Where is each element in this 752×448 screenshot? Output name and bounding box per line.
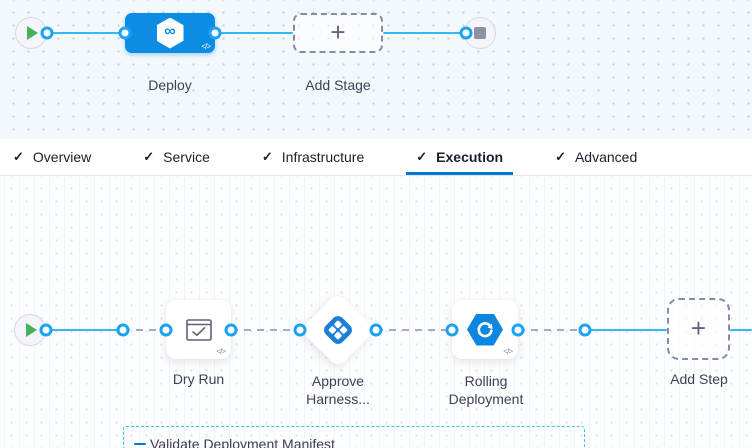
plus-icon: + [330,17,346,47]
connector-line [47,31,125,35]
add-step-node[interactable]: + [667,298,730,360]
tab-label: Advanced [574,149,638,165]
add-step-label: Add Step [670,371,728,387]
add-stage-label: Add Stage [305,77,371,93]
connector-dashed-line [231,328,300,332]
stop-icon [474,27,486,39]
connector-port[interactable] [445,323,459,337]
connector-line [383,31,466,35]
execution-start-node[interactable] [14,314,46,346]
step-rolling-deployment[interactable]: </> [452,300,518,359]
rolling-deployment-icon [467,313,503,346]
stage-config-tab-bar: ✓ Overview ✓ Service ✓ Infrastructure ✓ … [0,139,752,176]
connector-port[interactable] [578,323,592,337]
connector-port[interactable] [369,323,383,337]
harness-approval-icon [324,316,352,344]
play-icon [27,26,38,40]
connector-line [585,328,667,332]
connector-port[interactable] [39,323,53,337]
tab-label: Execution [436,149,504,165]
code-icon[interactable]: </> [503,347,513,356]
connector-port[interactable] [159,323,173,337]
connector-port[interactable] [116,323,130,337]
tab-execution[interactable]: ✓ Execution [406,139,513,175]
code-icon[interactable]: </> [201,42,211,51]
step-group-container[interactable] [123,426,585,448]
check-icon: ✓ [261,149,273,164]
execution-canvas: Validate Deployment Manifest </> [0,176,752,448]
connector-line [215,31,293,35]
tab-label: Service [163,149,210,165]
infinity-icon: ∞ [164,23,176,40]
tab-advanced[interactable]: ✓ Advanced [545,139,647,175]
deploy-stage-node[interactable]: ∞ </> [125,13,215,53]
tab-infrastructure[interactable]: ✓ Infrastructure [252,139,374,175]
tab-label: Infrastructure [281,149,365,165]
check-icon: ✓ [13,149,24,164]
connector-line [46,328,123,332]
step-label: Dry Run [172,371,225,387]
step-group-header[interactable]: Validate Deployment Manifest [134,436,335,448]
connector-port[interactable] [293,323,307,337]
tab-overview[interactable]: ✓ Overview [3,139,101,175]
harness-stage-icon: ∞ [156,17,184,49]
connector-port[interactable] [459,26,473,40]
step-dry-run[interactable]: </> [166,300,231,359]
code-icon[interactable]: </> [216,347,226,356]
connector-port[interactable] [511,323,525,337]
connector-line [730,328,752,332]
tab-service[interactable]: ✓ Service [133,139,220,175]
collapse-icon[interactable] [134,442,146,446]
plus-icon: + [690,313,707,343]
step-label: Rolling Deployment [448,373,524,407]
step-label: Approve Harness... [306,373,370,407]
play-icon [26,323,37,337]
connector-port[interactable] [208,26,222,40]
connector-port[interactable] [40,26,54,40]
check-icon: ✓ [416,149,428,164]
tab-label: Overview [32,149,92,165]
connector-dashed-line [518,328,585,332]
connector-port[interactable] [224,323,238,337]
check-icon: ✓ [555,149,566,164]
add-stage-node[interactable]: + [293,13,383,53]
connector-dashed-line [376,328,452,332]
stage-canvas: ∞ </> + Deploy Add Stage [0,0,752,139]
connector-port[interactable] [118,26,132,40]
connector-dashed-line [123,328,166,332]
dry-run-icon [185,318,212,341]
stage-label: Deploy [148,77,192,93]
check-icon: ✓ [143,149,155,164]
step-group-title: Validate Deployment Manifest [150,436,335,448]
